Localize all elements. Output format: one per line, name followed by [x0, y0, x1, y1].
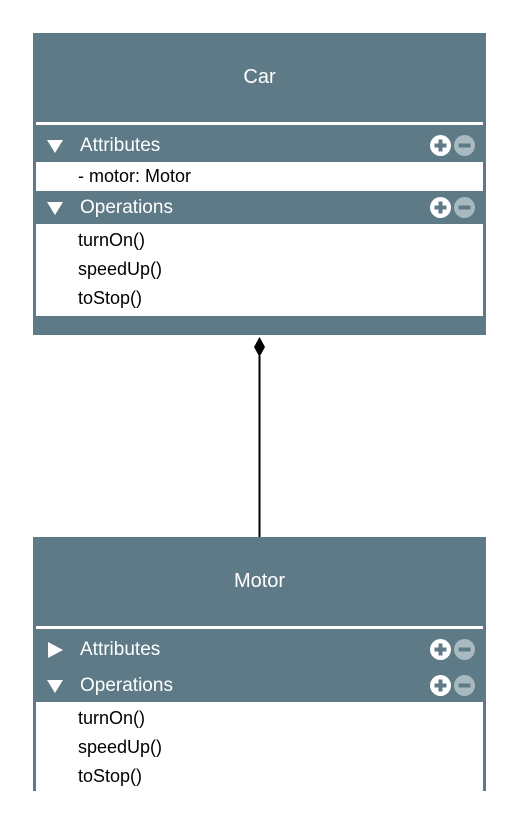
section-title: Operations: [80, 675, 173, 696]
plus-circle-icon[interactable]: [430, 675, 451, 696]
minus-circle-icon[interactable]: [454, 197, 475, 218]
plus-circle-icon[interactable]: [430, 639, 451, 660]
triangle-down-icon[interactable]: [47, 679, 63, 693]
operation-item[interactable]: speedUp(): [78, 259, 163, 279]
triangle-down-icon[interactable]: [47, 139, 63, 153]
section-title: Attributes: [80, 639, 161, 660]
operation-item[interactable]: toStop(): [78, 766, 143, 786]
header-divider: [36, 626, 483, 629]
class-name[interactable]: Car: [243, 66, 276, 88]
operations-section-header[interactable]: Operations: [33, 191, 486, 224]
operation-item[interactable]: toStop(): [78, 288, 143, 308]
operation-item[interactable]: speedUp(): [78, 737, 163, 757]
class-car[interactable]: Car Attributes - motor: Motor Operations: [33, 33, 486, 335]
class-name[interactable]: Motor: [233, 570, 286, 592]
attribute-item[interactable]: - motor: Motor: [78, 166, 192, 186]
attributes-list: - motor: Motor: [36, 162, 483, 191]
operation-item[interactable]: turnOn(): [78, 230, 146, 250]
composition-diamond-icon: [254, 337, 265, 357]
plus-circle-icon[interactable]: [430, 135, 451, 156]
plus-circle-icon[interactable]: [430, 197, 451, 218]
section-title: Operations: [80, 197, 173, 218]
minus-circle-icon[interactable]: [454, 135, 475, 156]
class-motor[interactable]: Motor Attributes Operations: [33, 537, 486, 794]
attributes-section-header[interactable]: Attributes: [33, 129, 486, 162]
minus-circle-icon[interactable]: [454, 675, 475, 696]
section-title: Attributes: [80, 135, 161, 156]
operation-item[interactable]: turnOn(): [78, 708, 146, 728]
operations-list: turnOn() speedUp() toStop(): [36, 702, 483, 794]
triangle-down-icon[interactable]: [47, 201, 63, 215]
attributes-section-header[interactable]: Attributes: [33, 633, 486, 666]
triangle-right-icon[interactable]: [47, 641, 63, 658]
operations-section-header[interactable]: Operations: [33, 669, 486, 702]
header-divider: [36, 122, 483, 125]
operations-list: turnOn() speedUp() toStop(): [36, 224, 483, 316]
minus-circle-icon[interactable]: [454, 639, 475, 660]
